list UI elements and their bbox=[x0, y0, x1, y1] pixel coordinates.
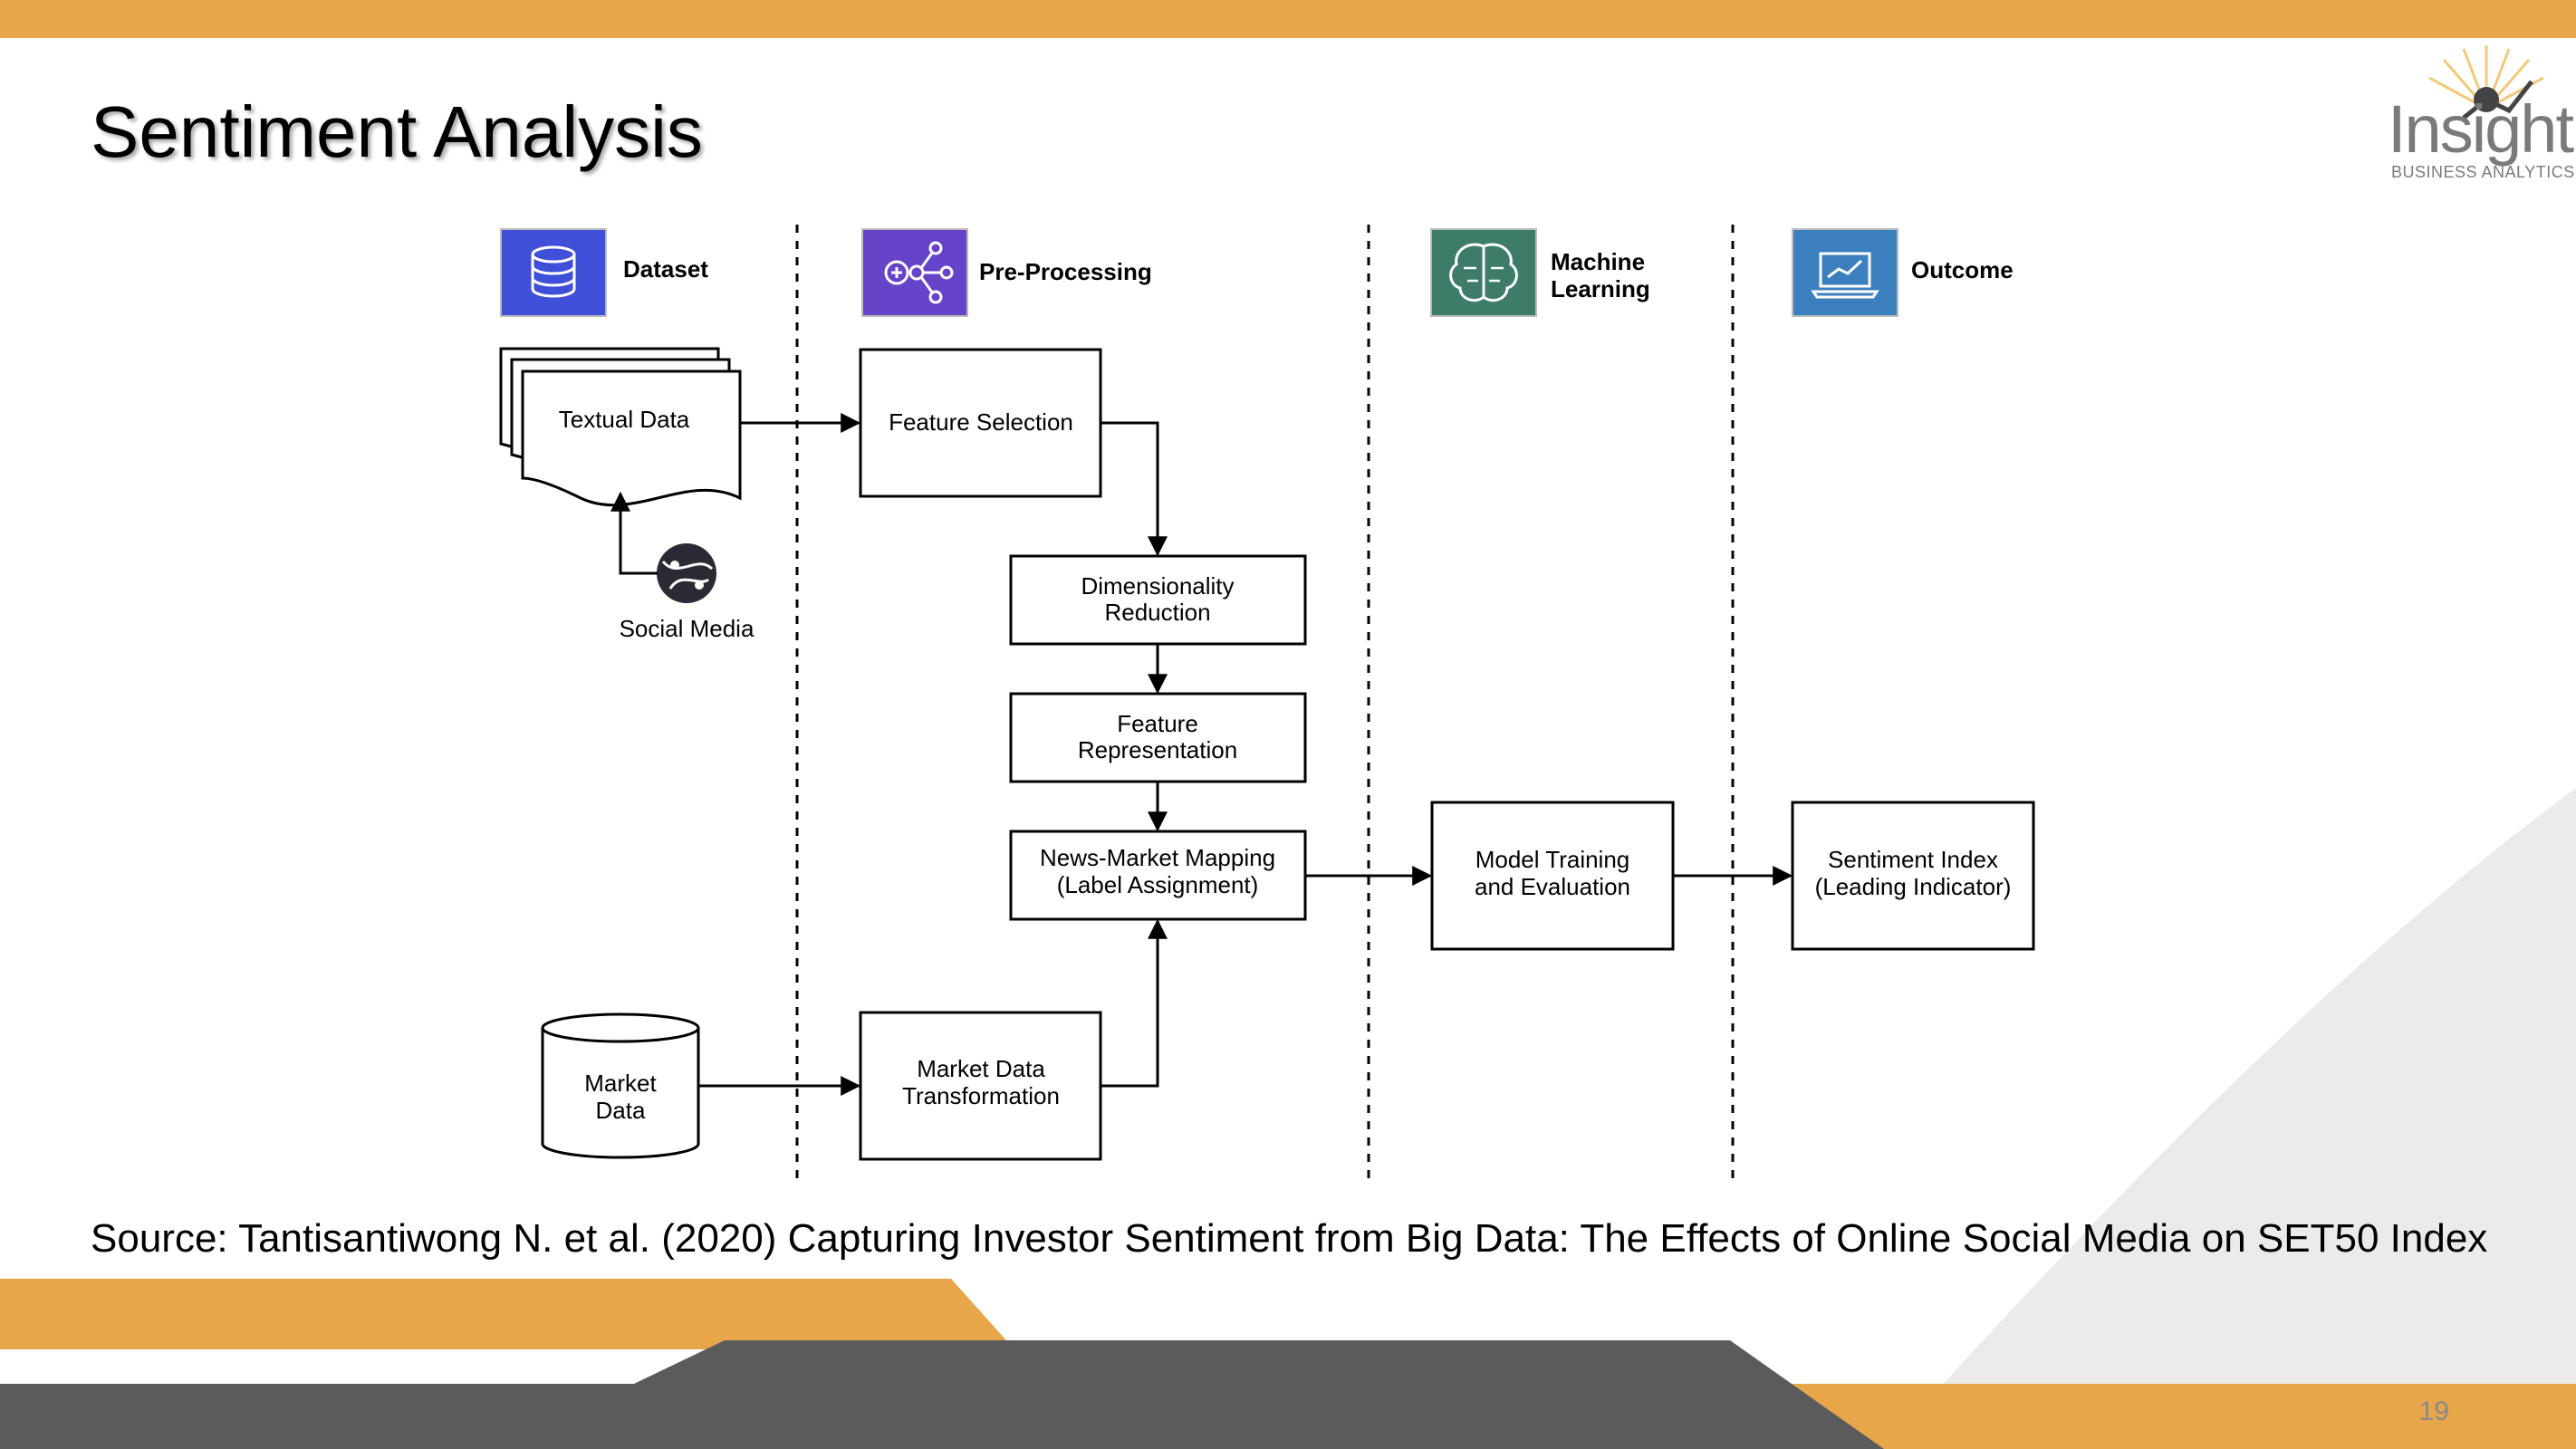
model-training-box bbox=[1430, 801, 1675, 951]
market-data-label-line2: Data bbox=[596, 1097, 646, 1124]
feature-selection-box bbox=[859, 348, 1102, 498]
feature-representation-label-line1: Feature bbox=[1117, 710, 1198, 737]
source-citation: Source: Tantisantiwong N. et al. (2020) … bbox=[91, 1216, 2488, 1261]
network-icon bbox=[861, 228, 968, 317]
chart-laptop-icon bbox=[1792, 228, 1898, 317]
column-label-ml-line1: Machine bbox=[1551, 248, 1645, 275]
gray-swoosh bbox=[1884, 788, 2576, 1449]
sentiment-index-label-line1: Sentiment Index bbox=[1828, 846, 1998, 873]
social-media-label: Social Media bbox=[620, 615, 755, 642]
database-icon bbox=[500, 228, 607, 317]
logo-text: Insight bbox=[2388, 91, 2574, 167]
logo-sunburst-icon bbox=[2428, 45, 2544, 120]
news-market-mapping-label-line1: News-Market Mapping bbox=[1040, 844, 1275, 871]
model-training-label-line1: Model Training bbox=[1475, 846, 1630, 873]
connectors bbox=[610, 413, 1793, 1096]
social-media-globe-icon bbox=[657, 543, 716, 603]
column-separators bbox=[795, 225, 1735, 1186]
textual-data-node bbox=[499, 347, 742, 507]
top-accent-bar bbox=[0, 0, 2576, 38]
column-label-ml-line2: Learning bbox=[1551, 275, 1650, 302]
dimensionality-reduction-label-line1: Dimensionality bbox=[1081, 572, 1234, 600]
market-data-node bbox=[541, 1012, 700, 1159]
column-label-outcome: Outcome bbox=[1911, 256, 2014, 283]
arrow-feature-selection-to-dim-reduction bbox=[1101, 421, 1168, 557]
textual-data-label: Textual Data bbox=[559, 406, 690, 433]
arrow-social-to-textual bbox=[610, 491, 658, 575]
gray-band bbox=[0, 1340, 1884, 1449]
feature-selection-label: Feature Selection bbox=[889, 408, 1073, 436]
arrow-transformation-to-mapping bbox=[1101, 918, 1168, 1088]
orange-band-left bbox=[0, 1279, 1014, 1349]
logo-subtitle: BUSINESS ANALYTICS bbox=[2391, 163, 2575, 181]
market-data-transformation-label-line2: Transformation bbox=[902, 1082, 1060, 1109]
page-number: 19 bbox=[2418, 1396, 2449, 1426]
brain-icon bbox=[1430, 228, 1537, 317]
news-market-mapping-label-line2: (Label Assignment) bbox=[1057, 871, 1259, 898]
feature-representation-label-line2: Representation bbox=[1078, 736, 1237, 763]
dimensionality-reduction-label-line2: Reduction bbox=[1104, 599, 1210, 626]
column-label-preprocessing: Pre-Processing bbox=[979, 258, 1152, 285]
market-data-label-line1: Market bbox=[584, 1070, 657, 1097]
sentiment-index-box bbox=[1791, 801, 2035, 951]
page-title: Sentiment Analysis bbox=[91, 91, 703, 172]
market-data-transformation-label-line1: Market Data bbox=[917, 1055, 1045, 1082]
model-training-label-line2: and Evaluation bbox=[1475, 873, 1630, 900]
orange-band-right bbox=[1721, 1384, 2576, 1449]
market-data-transformation-box bbox=[859, 1011, 1102, 1161]
feature-representation-box bbox=[1009, 692, 1307, 783]
column-label-dataset: Dataset bbox=[623, 255, 708, 283]
sentiment-index-label-line2: (Leading Indicator) bbox=[1815, 873, 2012, 900]
